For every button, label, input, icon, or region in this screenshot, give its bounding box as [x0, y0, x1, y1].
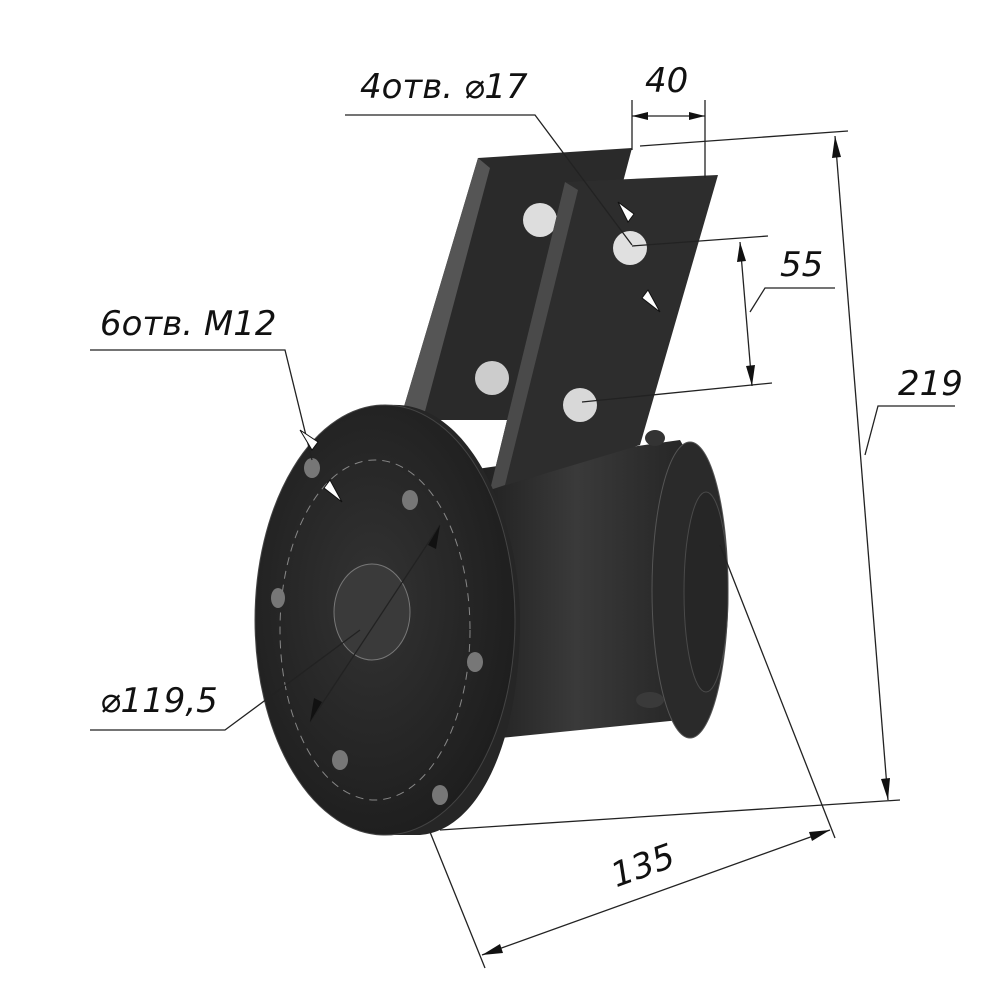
- flange: [254, 404, 520, 836]
- front-plate: [490, 175, 718, 490]
- plate-hole: [613, 231, 647, 265]
- label-plate-width: 40: [645, 61, 688, 101]
- label-bolt-circle: ⌀119,5: [100, 681, 218, 721]
- label-plate-holes: 4отв. ⌀17: [360, 67, 528, 107]
- bolt-circle: [279, 459, 471, 801]
- plate-hole: [523, 203, 557, 237]
- label-flange-holes: 6отв. M12: [100, 304, 277, 344]
- hub: [333, 563, 411, 661]
- dimension-arrows: [299, 112, 890, 955]
- flange-holes: [271, 458, 483, 805]
- label-hole-spacing: 55: [780, 245, 823, 285]
- plate-hole: [563, 388, 597, 422]
- plate-hole: [475, 361, 509, 395]
- label-total-height: 219: [898, 364, 963, 404]
- label-total-length: 135: [606, 836, 681, 896]
- dimension-lines: [90, 100, 955, 969]
- cylinder-body: [470, 430, 729, 740]
